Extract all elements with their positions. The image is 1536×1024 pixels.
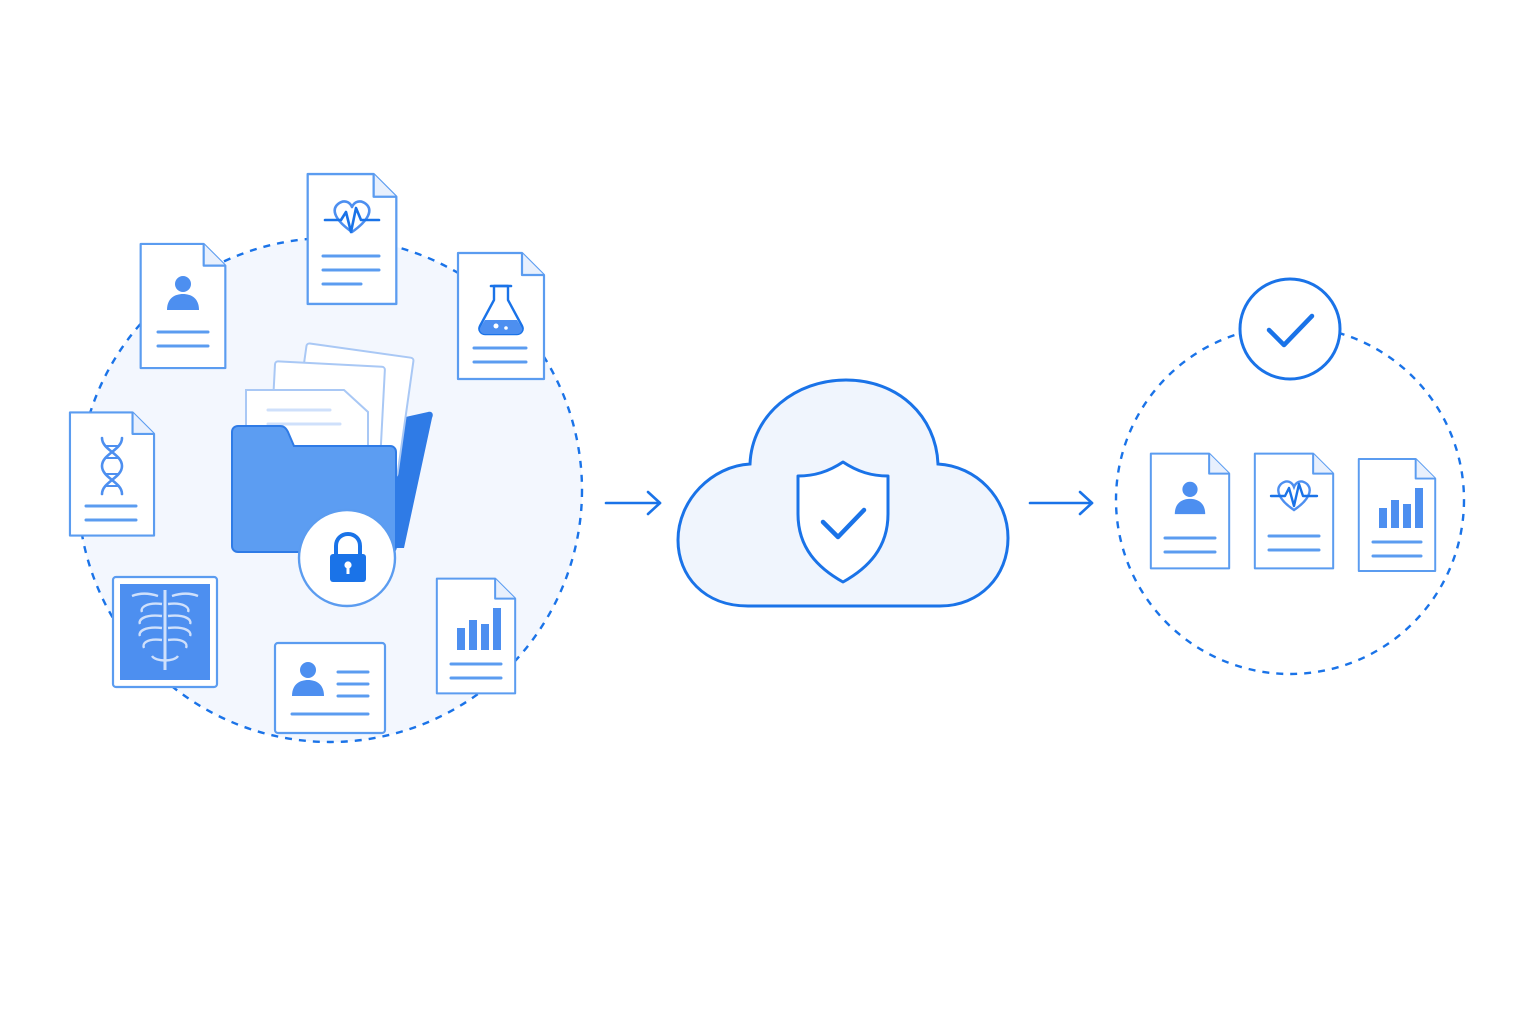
arrow-right-icon bbox=[1028, 490, 1094, 516]
heartbeat-document-icon bbox=[1253, 452, 1335, 570]
person-document-icon bbox=[1149, 452, 1231, 570]
folder-lock-icon bbox=[231, 342, 433, 608]
bar-chart-document-icon bbox=[1357, 458, 1437, 572]
heartbeat-document-icon bbox=[306, 172, 398, 306]
secure-cloud-group bbox=[676, 378, 1010, 608]
bar-chart-document-icon bbox=[435, 577, 517, 695]
source-records-group bbox=[68, 172, 584, 744]
dna-document-icon bbox=[68, 411, 156, 537]
verified-records-group bbox=[1114, 277, 1466, 676]
shield-check-icon bbox=[796, 460, 890, 584]
checkmark-circle-icon bbox=[1238, 277, 1342, 381]
id-card-icon bbox=[273, 641, 387, 735]
xray-image-icon bbox=[111, 575, 219, 689]
lab-flask-document-icon bbox=[456, 251, 546, 381]
lock-icon bbox=[330, 531, 366, 582]
arrow-right-icon bbox=[604, 490, 662, 516]
person-document-icon bbox=[139, 242, 227, 370]
